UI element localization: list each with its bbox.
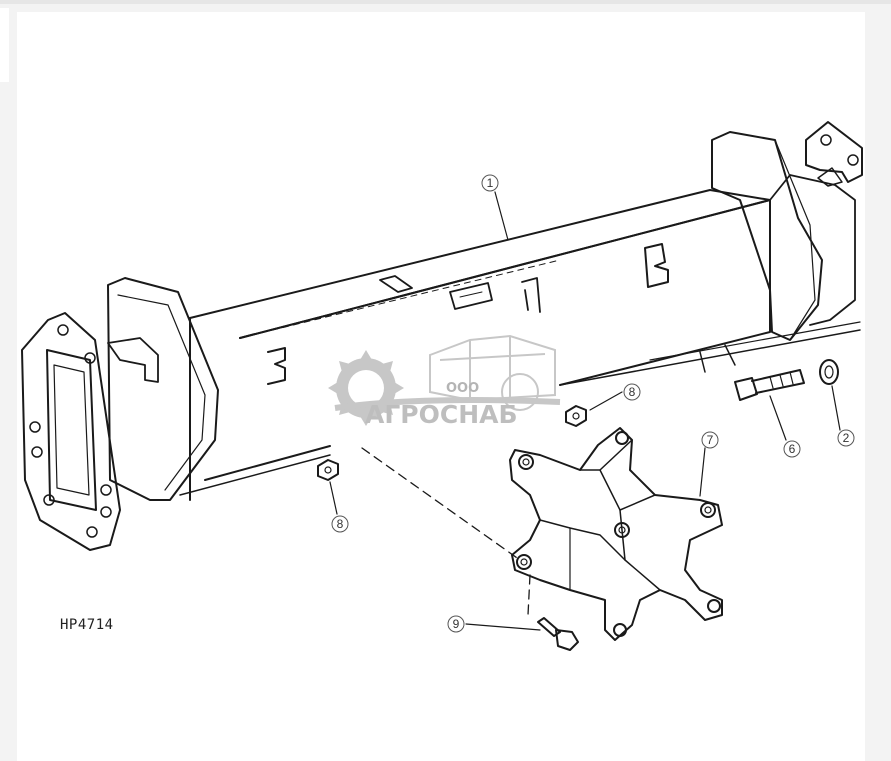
svg-text:2: 2 — [843, 431, 850, 445]
callout-1: 1 — [481, 174, 499, 192]
drawing-sheet — [17, 12, 865, 761]
watermark-company-form: ООО — [446, 381, 479, 396]
right-end-plate — [711, 131, 856, 341]
callout-2: 2 — [837, 429, 855, 447]
mounting-bracket — [509, 427, 723, 641]
nut-8-lower — [317, 459, 339, 481]
top-edge — [0, 0, 891, 4]
left-end-plate — [107, 277, 219, 501]
agrosnab-watermark: ООО АГРОСНАБ — [328, 334, 561, 429]
assembly-dashed-lines — [361, 447, 531, 616]
leader-lines — [329, 191, 841, 631]
left-flange — [21, 312, 121, 551]
left-edge-strip — [0, 8, 9, 82]
callout-6: 6 — [783, 440, 801, 458]
svg-text:9: 9 — [453, 617, 460, 631]
svg-text:8: 8 — [629, 385, 636, 399]
tractor-logo-icon — [429, 334, 556, 411]
right-flange — [805, 121, 863, 187]
svg-text:7: 7 — [707, 433, 714, 447]
callout-8-upper: 8 — [623, 383, 641, 401]
callout-7: 7 — [701, 431, 719, 449]
callout-9: 9 — [447, 615, 465, 633]
svg-text:1: 1 — [487, 176, 494, 190]
axle-beam — [179, 189, 861, 501]
figure-code: HP4714 — [60, 617, 114, 633]
svg-text:6: 6 — [789, 442, 796, 456]
nut-8-upper — [565, 405, 587, 427]
watermark-company-name: АГРОСНАБ — [365, 400, 518, 429]
callout-8-lower: 8 — [331, 515, 349, 533]
bolt-6 — [734, 369, 805, 401]
svg-text:8: 8 — [337, 517, 344, 531]
washer-2 — [819, 359, 839, 385]
bolt-9 — [537, 617, 579, 651]
